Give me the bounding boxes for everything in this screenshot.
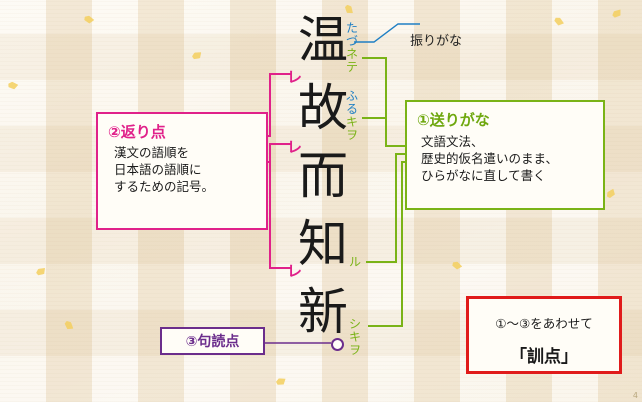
furigana-furu: ふる: [345, 89, 358, 116]
kanji-char-3: 而: [298, 147, 348, 205]
okurigana-box-line-1: 文語文法、: [421, 134, 484, 149]
kanji-column: 温 故 而 知 新: [292, 6, 354, 346]
kutoten-info-box: ③句読点: [160, 327, 265, 355]
kaeriten-box-line-2: 日本語の語順に: [114, 162, 202, 177]
furigana-connector-line: [354, 23, 420, 43]
kutoten-box-title: ③句読点: [185, 334, 240, 350]
okurigana-nete: ネテ: [345, 47, 358, 74]
kutoten-connector-line: [263, 342, 331, 344]
page-number: 4: [632, 391, 638, 400]
kunten-summary-line-2: 「訓点」: [510, 347, 578, 367]
kaeriten-box-title: ②返り点: [108, 123, 166, 141]
kanji-char-2: 故: [298, 79, 348, 137]
kunten-summary-box: ①〜③をあわせて 「訓点」: [466, 296, 622, 374]
okurigana-info-box: ①送りがな 文語文法、 歴史的仮名遣いのまま、 ひらがなに直して書く: [405, 100, 605, 210]
kunten-summary-line-1: ①〜③をあわせて: [495, 316, 593, 331]
kaeriten-mark-3: レ: [287, 262, 303, 280]
kaeriten-box-line-1: 漢文の語順を: [114, 145, 190, 160]
okurigana-box-line-3: ひらがなに直して書く: [421, 168, 546, 183]
kutoten-circle-mark: [331, 338, 344, 351]
kaeriten-box-line-3: するための記号。: [114, 179, 215, 194]
okurigana-box-line-2: 歴史的仮名遣いのまま、: [421, 151, 559, 166]
kanji-char-4: 知: [298, 215, 348, 273]
furigana-tazu: たづ: [345, 21, 358, 48]
kaeriten-mark-2: レ: [287, 138, 303, 156]
okurigana-kiwo: キヲ: [345, 115, 358, 142]
kaeriten-mark-1: レ: [287, 68, 303, 86]
okurigana-box-title: ①送りがな: [417, 111, 490, 129]
kanji-char-1: 温: [298, 11, 348, 69]
kaeriten-info-box: ②返り点 漢文の語順を 日本語の語順に するための記号。: [96, 112, 268, 230]
okurigana-ru: ル: [348, 255, 361, 269]
furigana-label: 振りがな: [410, 34, 463, 49]
kanji-char-5: 新: [298, 283, 348, 341]
okurigana-bracket: [362, 57, 408, 327]
okurigana-shikiwo: シキヲ: [348, 317, 361, 357]
